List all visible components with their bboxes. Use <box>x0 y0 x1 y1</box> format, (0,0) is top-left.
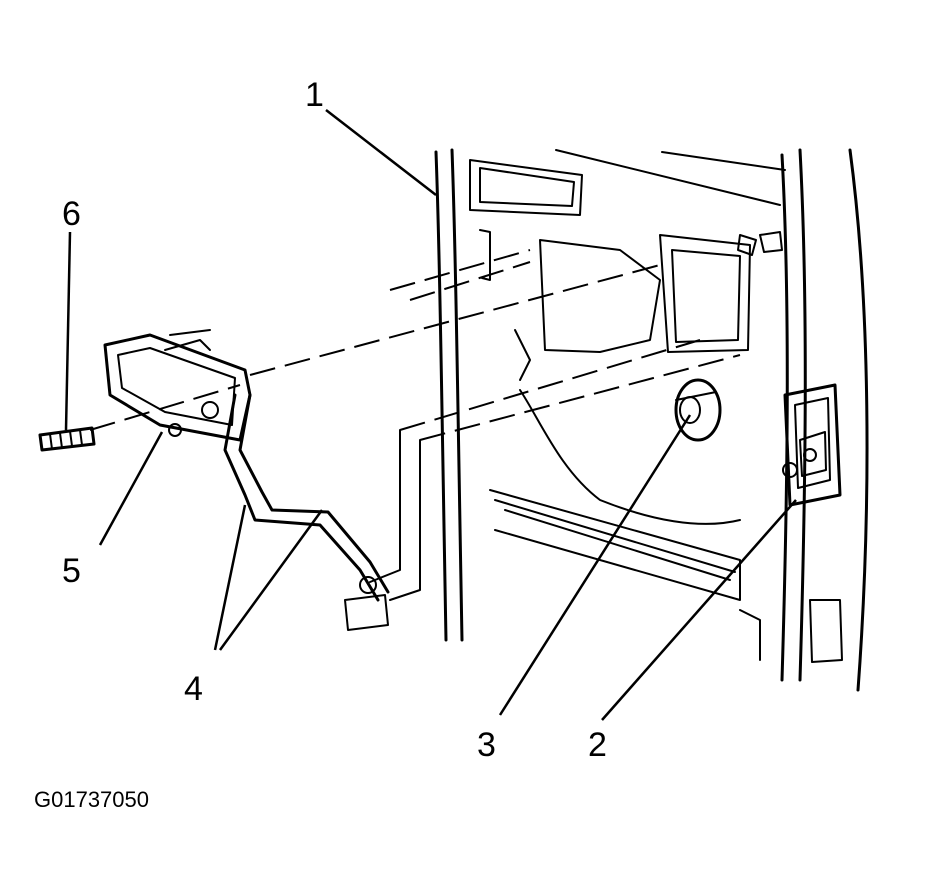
bolt <box>38 426 96 452</box>
callout-1: 1 <box>305 76 324 114</box>
leader-lines <box>64 109 797 721</box>
door-latch-assembly <box>782 383 842 507</box>
callout-3: 3 <box>477 726 496 764</box>
actuator-mount <box>674 378 722 442</box>
callout-2: 2 <box>588 726 607 764</box>
door-inner-panel <box>434 148 869 692</box>
callout-5: 5 <box>62 552 81 590</box>
alignment-lines <box>89 249 741 601</box>
lock-rods <box>223 393 390 631</box>
callout-6: 6 <box>62 195 81 233</box>
outside-handle-bracket <box>103 329 252 442</box>
callout-4: 4 <box>184 670 203 708</box>
figure-code: G01737050 <box>34 787 149 812</box>
